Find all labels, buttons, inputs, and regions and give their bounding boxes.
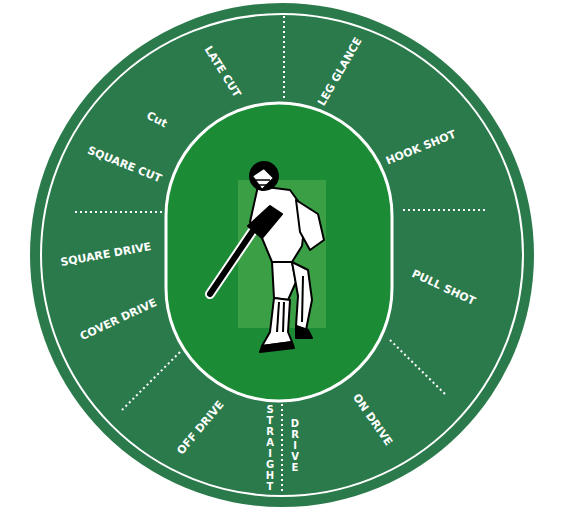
shot-label: DRIVE (290, 418, 300, 473)
shot-label: STRAIGHT (265, 404, 275, 492)
